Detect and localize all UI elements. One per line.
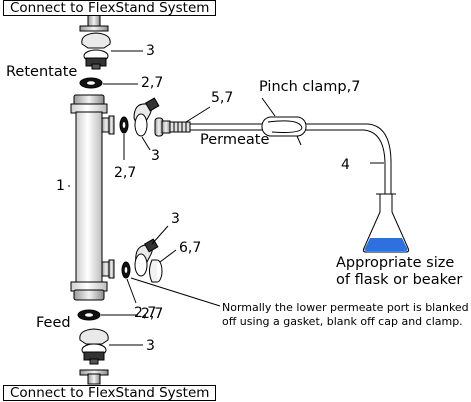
flask bbox=[362, 193, 410, 253]
hollow-fiber-cartridge bbox=[70, 94, 115, 301]
callout-clamp-perm-lower: 3 bbox=[171, 211, 180, 227]
callout-clamp-top: 3 bbox=[146, 43, 155, 59]
flask-label: Appropriate size of flask or beaker bbox=[336, 255, 463, 288]
callout-gasket-perm-lower: 2,7 bbox=[134, 305, 157, 321]
bottom-connector-stub bbox=[79, 369, 109, 385]
retentate-label: Retentate bbox=[6, 64, 78, 80]
pinch-clamp bbox=[261, 97, 307, 146]
feed-label: Feed bbox=[36, 315, 71, 331]
top-connector-stub bbox=[79, 13, 109, 32]
blank-off-note: Normally the lower permeate port is blan… bbox=[222, 301, 469, 328]
callout-clamp-perm-upper: 3 bbox=[151, 148, 160, 164]
callout-gasket-feed: 2,7 bbox=[141, 306, 164, 322]
pinch-clamp-label: Pinch clamp,7 bbox=[259, 79, 361, 95]
hose-nipple bbox=[154, 106, 211, 137]
bottom-clamp bbox=[79, 328, 143, 365]
connect-bottom-label: Connect to FlexStand System bbox=[3, 385, 217, 401]
tubing bbox=[190, 123, 392, 238]
callout-cap: 6,7 bbox=[179, 240, 202, 256]
feed-gasket bbox=[77, 309, 138, 321]
callout-clamp-bottom: 3 bbox=[146, 338, 155, 354]
lower-permeate-clamp bbox=[134, 225, 169, 277]
callout-tubing: 4 bbox=[341, 157, 350, 173]
top-clamp bbox=[81, 32, 143, 70]
permeate-label: Permeate bbox=[200, 132, 270, 148]
blank-off-cap bbox=[149, 249, 177, 283]
upper-permeate-clamp bbox=[133, 97, 160, 151]
callout-gasket-perm-upper: 2,7 bbox=[114, 165, 137, 181]
top-gasket bbox=[79, 77, 138, 89]
callout-cartridge: 1 bbox=[56, 178, 65, 194]
lower-permeate-gasket bbox=[121, 261, 221, 307]
connect-top-label: Connect to FlexStand System bbox=[3, 0, 217, 16]
callout-gasket-top: 2,7 bbox=[141, 75, 164, 91]
upper-permeate-gasket bbox=[119, 116, 129, 160]
callout-nipple: 5,7 bbox=[211, 90, 234, 106]
